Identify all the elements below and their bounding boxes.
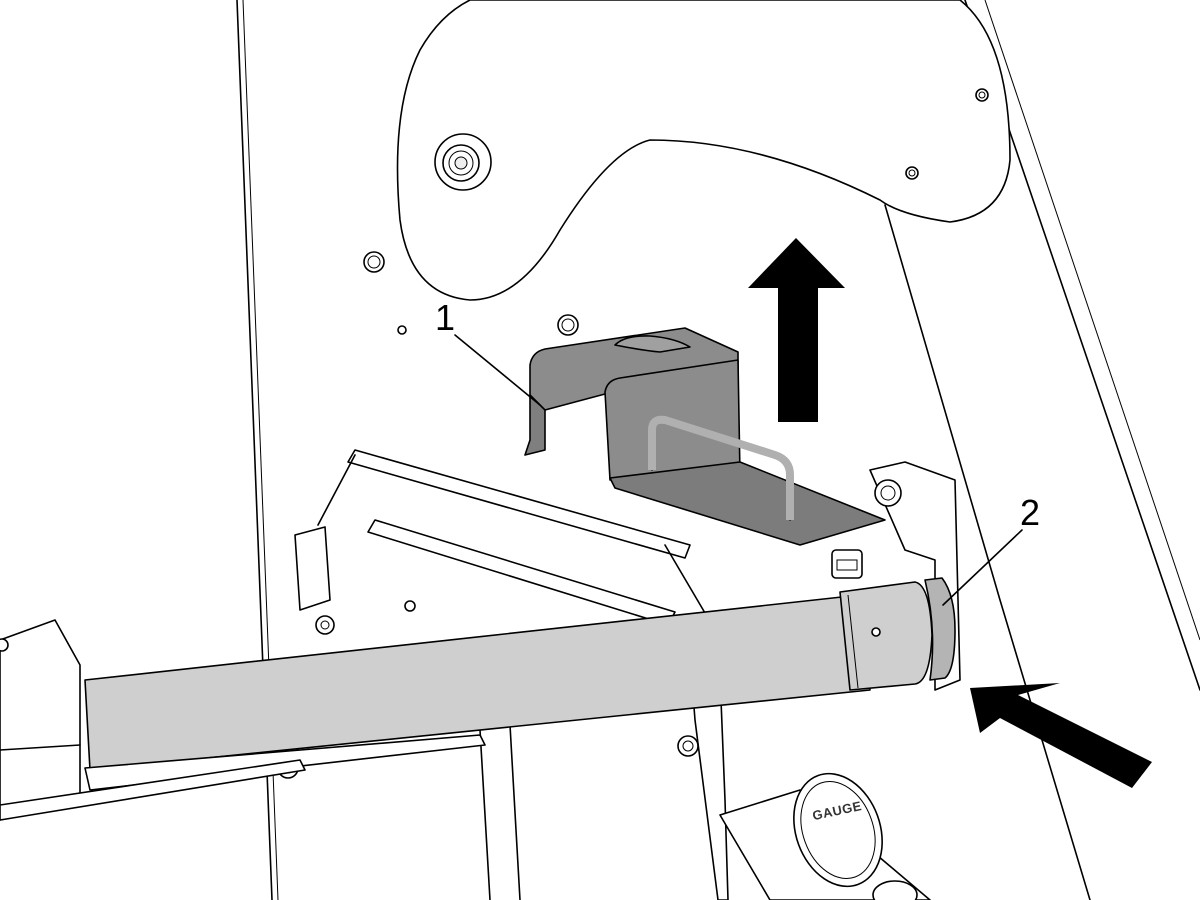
wall-screws bbox=[363, 251, 579, 336]
callout-2: 2 bbox=[942, 492, 1040, 606]
upper-plate bbox=[396, 0, 1011, 301]
bolt bbox=[831, 549, 863, 579]
callout-1: 1 bbox=[435, 297, 541, 406]
gauge-knob: GAUGE bbox=[719, 772, 931, 900]
callout-label-1: 1 bbox=[435, 297, 455, 338]
horizontal-tube bbox=[0, 577, 956, 821]
bolt bbox=[677, 735, 699, 757]
diagonal-arrow bbox=[970, 683, 1152, 788]
bolt bbox=[874, 479, 902, 507]
bracket-1 bbox=[524, 327, 886, 546]
up-arrow bbox=[748, 238, 845, 422]
callout-label-2: 2 bbox=[1020, 492, 1040, 533]
bolt bbox=[315, 615, 335, 635]
